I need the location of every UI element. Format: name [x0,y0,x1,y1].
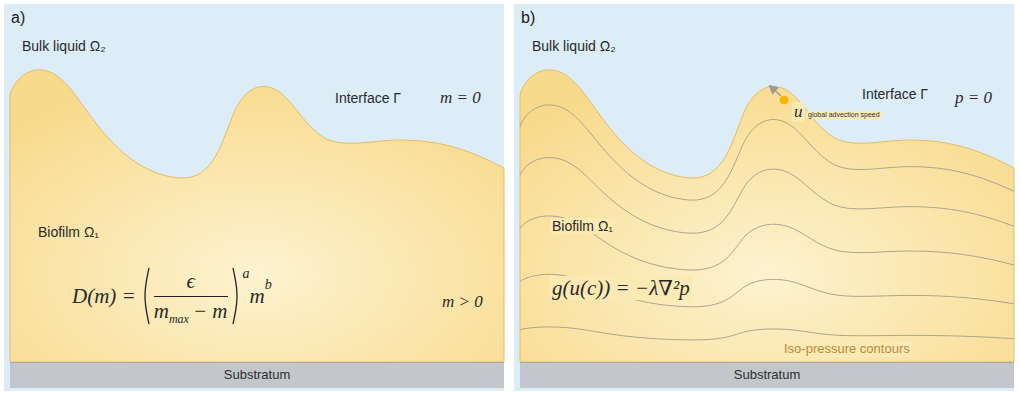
biofilm-region [10,70,504,362]
formula-part: − m [193,299,228,323]
biofilm-region [520,70,1014,362]
formula-term: − m [193,299,228,323]
region-label: Biofilm Ω₁ [38,224,99,240]
denominator: mmax− m [154,299,228,323]
formula-part: max [169,313,189,327]
contour-line [520,157,1014,233]
formula-part: a [243,266,250,282]
fraction-bar [154,296,228,297]
formula-exponent: a [243,266,250,282]
substratum-label: Substratum [734,368,800,383]
material-point [779,95,789,105]
diffusion-formula: D(m) =ϵmmax− mamb [72,266,272,326]
contour-line [520,105,1014,200]
region-label: Bulk liquid Ω₂ [532,38,616,54]
boundary-condition: m = 0 [440,88,481,108]
contour-line [520,327,1014,340]
formula-subscript: max [169,313,189,327]
formula-term: D(m) = [72,284,136,308]
panel: a) Substratum [4,4,504,391]
region-label: Bulk liquid Ω₂ [22,38,106,54]
formula-part: ϵ [186,269,194,293]
fraction: ϵ mmax− m [154,269,228,322]
panel-a-art [4,4,504,391]
boundary-condition: p = 0 [955,88,992,108]
contour-line [520,274,1014,306]
bracket [141,266,151,326]
formula-term: m [154,299,169,323]
domain-condition: m > 0 [442,292,483,312]
formula-exponent: b [265,277,272,293]
contour-line [520,216,1014,270]
panel-letter: b) [521,9,535,27]
formula-part: m [250,284,265,308]
bracket-stroke [145,268,149,324]
velocity-note: global advection speed [806,111,882,119]
bulk-liquid [514,4,1014,391]
contour-label: Iso-pressure contours [782,342,912,357]
formula-term: ϵ [186,269,194,293]
substratum-label: Substratum [224,368,290,383]
bracket-stroke [233,268,237,324]
interface-label: Interface Γ [335,90,401,106]
region-label: Biofilm Ω₁ [550,218,615,234]
formula-term: m [250,284,265,308]
formula-part: b [265,277,272,293]
iso-pressure-contours [520,105,1014,340]
formula-part: m [154,299,169,323]
formula-part: D(m) = [72,284,136,308]
panel-letter: a) [11,9,25,27]
bulk-liquid [4,4,504,391]
panel: b) Substratum [514,4,1014,391]
bracket [231,266,241,326]
interface-label: Interface Γ [862,86,928,102]
velocity-arrow [770,86,781,96]
velocity-symbol: u [792,102,805,122]
substratum-bar: Substratum [520,362,1014,388]
pressure-formula: g(u(c)) = −λ∇²p [550,276,692,300]
substratum-bar: Substratum [10,362,504,388]
panel-b-art [514,4,1014,391]
